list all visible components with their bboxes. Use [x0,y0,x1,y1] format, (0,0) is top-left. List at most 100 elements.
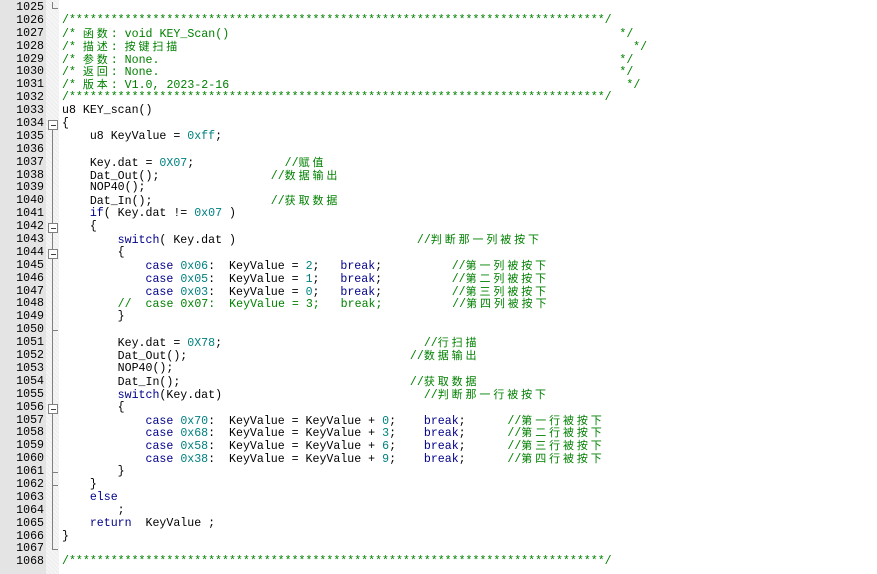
code-text: if( Key.dat != 0x07 ) [62,207,236,221]
code-token-plain: ; [389,440,424,454]
fold-marker [47,375,58,389]
fold-marker [47,298,58,312]
code-line[interactable]: 1061 } [0,465,877,479]
fold-marker [47,92,58,105]
code-line[interactable]: 1064 ; [0,504,877,518]
fold-marker [47,54,58,67]
fold-marker [47,234,58,247]
code-text: /***************************************… [62,91,612,105]
code-token-plain: ; [215,129,223,143]
code-line[interactable]: 1046 case 0x05: KeyValue = 1; break; //第… [0,272,877,286]
code-line[interactable]: 1055 switch(Key.dat) //判断那一行被按下 [0,388,877,402]
code-token-comment: //判断那一列被按下 [416,233,540,248]
line-number: 1056 [16,400,44,414]
code-line[interactable]: 1056 { [0,400,877,415]
code-line[interactable]: 1026/***********************************… [0,14,877,28]
code-line[interactable]: 1058 case 0x68: KeyValue = KeyValue + 3;… [0,426,877,441]
code-token-comment: //第三行被按下 [507,439,602,454]
code-text: NOP40(); [62,362,174,376]
code-line[interactable]: 1031/* 版本: V1.0, 2023-2-16 */ [0,78,877,92]
line-number: 1052 [16,349,44,363]
code-token-plain: Key.dat = [62,337,188,351]
fold-marker[interactable] [47,246,58,260]
code-token-keyword: break [340,285,376,299]
fold-marker [47,350,58,363]
collapse-icon[interactable] [48,403,58,414]
code-line[interactable]: 1063 else [0,490,877,505]
code-line[interactable]: 1029/* 参数: None. */ [0,53,877,67]
code-line[interactable]: 1036 [0,143,877,157]
collapse-icon[interactable] [48,248,58,259]
code-line[interactable]: 1053 NOP40(); [0,362,877,376]
code-line[interactable]: 1068/***********************************… [0,555,877,569]
code-text: { [62,117,69,131]
collapse-icon[interactable] [48,120,58,131]
code-line[interactable]: 1065 return KeyValue ; [0,516,877,531]
fold-marker [47,208,58,222]
code-line[interactable]: 1040 Dat_In(); //获取数据 [0,194,877,209]
line-number: 1028 [16,39,44,53]
code-line[interactable]: 1060 case 0x38: KeyValue = KeyValue + 9;… [0,452,877,467]
code-line[interactable]: 1047 case 0x03: KeyValue = 0; break; //第… [0,284,877,299]
fold-marker [47,285,58,299]
code-line[interactable]: 1037 Key.dat = 0X07; //赋值 [0,156,877,171]
code-token-number: 0x70 [180,414,209,428]
code-line[interactable]: 1048 // case 0x07: KeyValue = 3; break; … [0,297,877,312]
code-line[interactable]: 1049 } [0,310,877,325]
code-token-plain: Dat_In(); [62,195,271,209]
code-line[interactable]: 1062 } [0,478,877,492]
code-line[interactable]: 1043 switch( Key.dat ) //判断那一列被按下 [0,233,877,248]
code-line[interactable]: 1044 { [0,245,877,260]
line-number: 1063 [16,490,44,504]
fold-marker [47,169,58,183]
code-line[interactable]: 1052 Dat_Out(); //数据输出 [0,349,877,363]
code-line[interactable]: 1038 Dat_Out(); //数据输出 [0,169,877,183]
code-line[interactable]: 1059 case 0x58: KeyValue = KeyValue + 6;… [0,439,877,454]
code-line[interactable]: 1050 [0,323,877,338]
fold-marker [47,466,58,479]
code-line[interactable]: 1045 case 0x06: KeyValue = 2; break; //第… [0,259,877,273]
code-token-number: 0X07 [159,156,188,170]
fold-marker[interactable] [47,118,58,132]
code-line[interactable]: 1054 Dat_In(); //获取数据 [0,375,877,389]
code-token-comment: // case 0x07: KeyValue = 3; break; //第四列… [117,297,547,312]
code-line[interactable]: 1057 case 0x70: KeyValue = KeyValue + 0;… [0,414,877,429]
line-number: 1067 [16,542,44,556]
line-number: 1044 [16,245,44,259]
collapse-icon[interactable] [48,223,58,234]
code-line[interactable]: 1032/***********************************… [0,91,877,105]
code-line[interactable]: 1025 [0,1,877,15]
code-line[interactable]: 1035 u8 KeyValue = 0xff; [0,129,877,144]
code-text: case 0x70: KeyValue = KeyValue + 0; brea… [62,414,605,429]
code-line[interactable]: 1066} [0,530,877,544]
fold-marker [47,130,58,144]
code-text: Dat_In(); //获取数据 [62,194,340,209]
fold-marker [47,2,58,15]
code-token-plain: : KeyValue = [208,272,306,286]
code-line[interactable]: 1041 if( Key.dat != 0x07 ) [0,207,877,222]
code-line[interactable]: 1042 { [0,220,877,235]
code-token-plain: u8 KeyValue = [62,129,188,143]
code-line[interactable]: 1051 Key.dat = 0X78; //行扫描 [0,336,877,351]
code-token-number: 0 [382,414,390,428]
fold-marker[interactable] [47,401,58,415]
line-number: 1031 [16,78,44,92]
code-line[interactable]: 1067 [0,543,877,556]
fold-marker [47,427,58,441]
code-line[interactable]: 1027/* 函数: void KEY_Scan() */ [0,27,877,41]
code-line[interactable]: 1030/* 返回: None. */ [0,66,877,80]
code-line[interactable]: 1034{ [0,117,877,132]
code-line[interactable]: 1039 NOP40(); [0,182,877,196]
code-token-plain: ; [458,453,508,467]
line-number: 1049 [16,310,44,324]
code-token-plain [62,260,146,273]
code-text: Key.dat = 0X07; //赋值 [62,156,326,171]
code-text: ; [62,504,125,518]
fold-marker[interactable] [47,221,58,235]
code-line[interactable]: 1028/* 描述: 按键扫描 */ [0,39,877,54]
code-text: } [62,465,125,479]
code-token-keyword: return [89,516,132,530]
code-token-comment: //第三列被按下 [451,284,547,299]
